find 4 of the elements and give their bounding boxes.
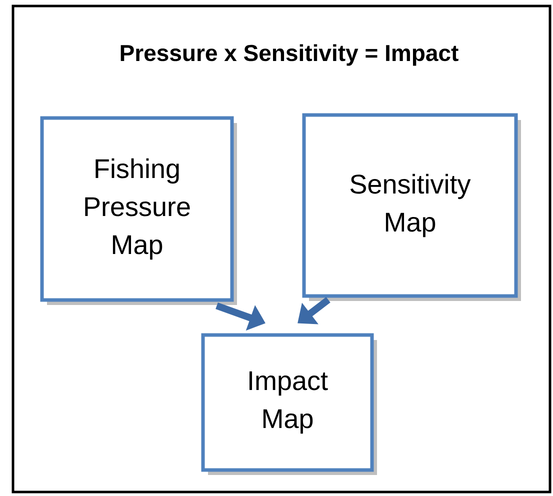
- map-box: Fishing Pressure Map: [40, 116, 234, 302]
- title: Pressure x Sensitivity = Impact: [120, 44, 458, 66]
- map-box: Impact Map: [201, 333, 374, 472]
- map-box: Sensitivity Map: [302, 113, 518, 298]
